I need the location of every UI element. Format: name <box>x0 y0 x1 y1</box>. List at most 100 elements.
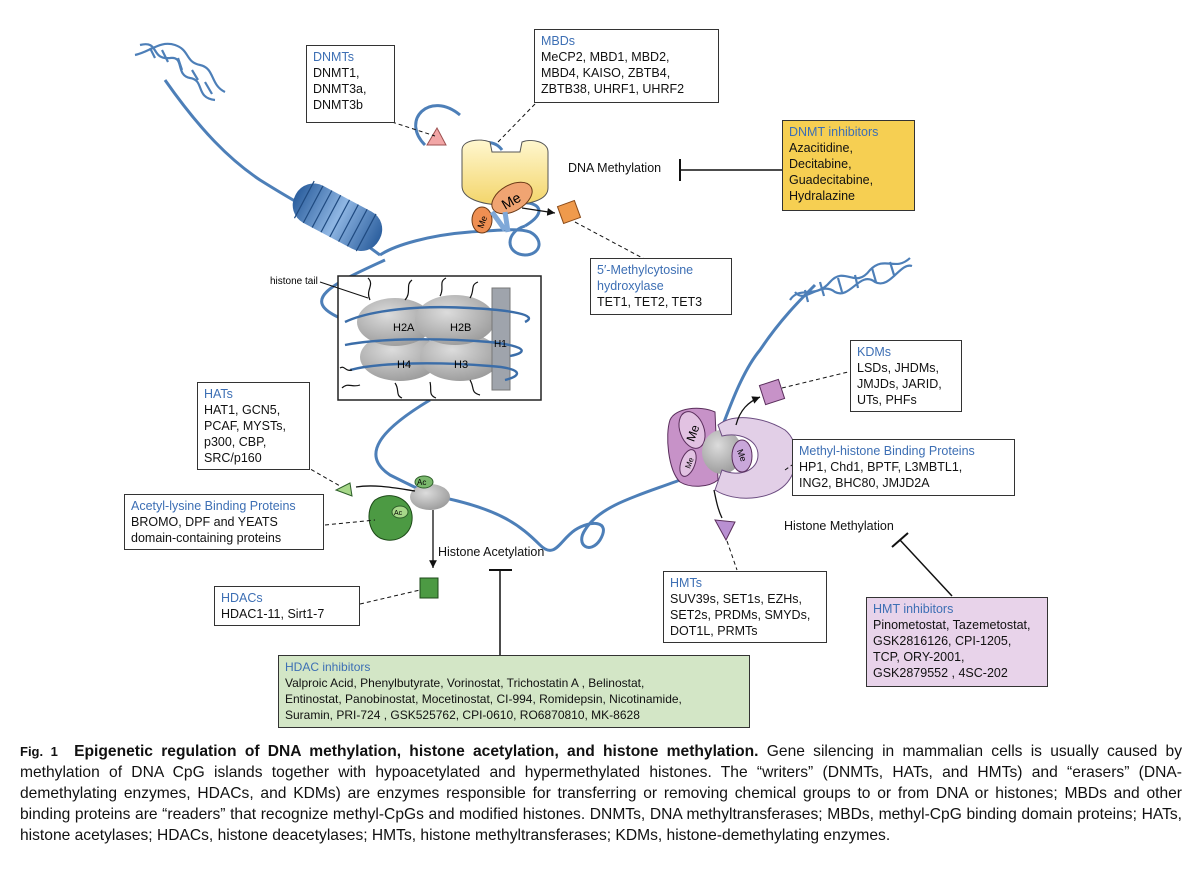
hat-complex: Ac Ac <box>368 475 450 541</box>
figure-caption: Fig. 1 Epigenetic regulation of DNA meth… <box>20 741 1182 846</box>
hmt-inhibit-line <box>899 539 953 597</box>
hdacs-box: HDACs HDAC1-11, Sirt1-7 <box>214 586 360 626</box>
hdac-inhibitors-line-3: Suramin, PRI-724 , GSK525762, CPI-0610, … <box>285 708 640 722</box>
chromatin-coil <box>292 180 383 252</box>
histone-tail-label: histone tail <box>270 276 318 287</box>
tet-connector <box>574 221 651 263</box>
methyl-binding-title: Methyl-histone Binding Proteins <box>799 444 975 458</box>
mbds-title: MBDs <box>541 34 576 48</box>
methyl-binding-line-1: HP1, Chd1, BPTF, L3MBTL1, <box>799 460 963 474</box>
kdms-connector <box>781 371 849 389</box>
dna-methylation-label: DNA Methylation <box>568 161 662 175</box>
hmt-inhibitors-line-1: Pinometostat, Tazemetostat, <box>873 618 1031 632</box>
dnmt-inhibitors-title: DNMT inhibitors <box>789 125 879 139</box>
caption-fig-number: Fig. 1 <box>20 744 58 759</box>
hmt-triangle <box>714 519 736 542</box>
dnmts-line-2: DNMT3a, <box>313 82 367 96</box>
dnmt-inhibitors-box: DNMT inhibitors Azacitidine, Decitabine,… <box>782 120 915 211</box>
me-small <box>471 206 493 234</box>
hmts-connector <box>726 540 738 571</box>
dnmts-box: DNMTs DNMT1, DNMT3a, DNMT3b <box>306 45 395 123</box>
hats-box: HATs HAT1, GCN5, PCAF, MYSTs, p300, CBP,… <box>197 382 310 470</box>
dnmt-inhibitors-line-1: Azacitidine, <box>789 141 853 155</box>
kdms-line-1: LSDs, JHDMs, <box>857 361 939 375</box>
methyl-binding-box: Methyl-histone Binding Proteins HP1, Chd… <box>792 439 1015 496</box>
hdac-inhibitors-box: HDAC inhibitors Valproic Acid, Phenylbut… <box>278 655 750 728</box>
hdac-square <box>419 577 439 599</box>
kdms-line-3: UTs, PHFs <box>857 393 917 407</box>
kdm-arrow <box>735 396 761 426</box>
me-reader-label: Me <box>735 448 749 463</box>
hmts-line-3: DOT1L, PRMTs <box>670 624 758 638</box>
hdacs-line-1: HDAC1-11, Sirt1-7 <box>221 607 325 621</box>
acetyl-binding-connector <box>324 519 376 526</box>
hmts-line-2: SET2s, PRDMs, SMYDs, <box>670 608 811 622</box>
mbd-connector <box>497 103 536 143</box>
hdac-inhibitors-line-2: Entinostat, Panobinostat, Mocetinostat, … <box>285 692 682 706</box>
dna-helix-top <box>134 42 226 102</box>
caption-text: Gene silencing in mammalian cells is usu… <box>20 743 1182 844</box>
kdms-box: KDMs LSDs, JHDMs, JMJDs, JARID, UTs, PHF… <box>850 340 962 412</box>
hmts-title: HMTs <box>670 576 702 590</box>
hats-line-3: p300, CBP, <box>204 435 267 449</box>
hmts-box: HMTs SUV39s, SET1s, EZHs, SET2s, PRDMs, … <box>663 571 827 643</box>
kdm-square <box>758 378 786 406</box>
dnmts-line-3: DNMT3b <box>313 98 364 112</box>
kdm-hmt-complex: Me Me Me <box>667 407 797 499</box>
h2b-label: H2B <box>450 322 471 334</box>
hdacs-title: HDACs <box>221 591 263 605</box>
hdac-inhibitors-title: HDAC inhibitors <box>285 660 371 674</box>
dnmts-line-1: DNMT1, <box>313 66 360 80</box>
mbds-line-3: ZBTB38, UHRF1, UHRF2 <box>541 82 685 96</box>
acetyl-binding-line-2: domain-containing proteins <box>131 531 282 545</box>
h4-label: H4 <box>397 359 411 371</box>
acetyl-binding-box: Acetyl-lysine Binding Proteins BROMO, DP… <box>124 494 324 550</box>
h1-label: H1 <box>494 339 507 350</box>
mbds-box: MBDs MeCP2, MBD1, MBD2, MBD4, KAISO, ZBT… <box>534 29 719 103</box>
me-kdm-small-label: Me <box>683 456 695 470</box>
hmt-inhibitors-line-2: GSK2816126, CPI-1205, <box>873 634 1012 648</box>
hats-title: HATs <box>204 387 233 401</box>
hmt-inhibit-bar <box>891 532 909 548</box>
kdms-line-2: JMJDs, JARID, <box>857 377 942 391</box>
dnmt-connector <box>391 121 436 137</box>
dna-helix-right <box>789 257 913 303</box>
acetyl-binding-title: Acetyl-lysine Binding Proteins <box>131 499 296 513</box>
histone-methylation-label: Histone Methylation <box>784 519 894 533</box>
dnmt-complex: Me Me <box>461 139 549 234</box>
hdacs-connector <box>359 589 421 605</box>
nucleosome: H2A H2B H4 H3 H1 <box>339 277 531 399</box>
tet-box: 5′-Methylcytosine hydroxylase TET1, TET2… <box>590 258 732 315</box>
histone-acetylation-label: Histone Acetylation <box>438 545 545 559</box>
dnmt-triangle <box>426 126 447 146</box>
dnmts-title: DNMTs <box>313 50 354 64</box>
hat-arrow <box>355 485 416 492</box>
tet-square <box>556 199 582 225</box>
hmts-line-1: SUV39s, SET1s, EZHs, <box>670 592 802 606</box>
hmt-inhibitors-title: HMT inhibitors <box>873 602 954 616</box>
mbds-line-2: MBD4, KAISO, ZBTB4, <box>541 66 671 80</box>
hmt-inhibitors-line-3: TCP, ORY-2001, <box>873 650 965 664</box>
me-kdm-label: Me <box>684 423 703 444</box>
methyl-binding-line-2: ING2, BHC80, JMJD2A <box>799 476 930 490</box>
ac-label-top: Ac <box>417 478 426 487</box>
dnmt-inhibitors-line-4: Hydralazine <box>789 189 856 203</box>
hdac-inhibitors-line-1: Valproic Acid, Phenylbutyrate, Vorinosta… <box>285 676 645 690</box>
acetyl-binding-line-1: BROMO, DPF and YEATS <box>131 515 278 529</box>
dnmt-inhibitors-line-3: Guadecitabine, <box>789 173 874 187</box>
me-small-label: Me <box>476 214 490 229</box>
hats-line-2: PCAF, MYSTs, <box>204 419 286 433</box>
histone-tail-pointer <box>319 281 369 299</box>
h3-label: H3 <box>454 359 468 371</box>
me-to-tet-arrow <box>521 207 556 216</box>
hats-line-1: HAT1, GCN5, <box>204 403 281 417</box>
hmt-arrow <box>713 489 723 519</box>
hats-connector <box>304 465 341 487</box>
tet-line-1: hydroxylase <box>597 279 664 293</box>
me-large <box>491 181 533 215</box>
hat-triangle <box>334 482 353 497</box>
hmt-inhibitors-line-4: GSK2879552 , 4SC-202 <box>873 666 1008 680</box>
tet-line-2: TET1, TET2, TET3 <box>597 295 703 309</box>
hats-line-4: SRC/p160 <box>204 451 262 465</box>
